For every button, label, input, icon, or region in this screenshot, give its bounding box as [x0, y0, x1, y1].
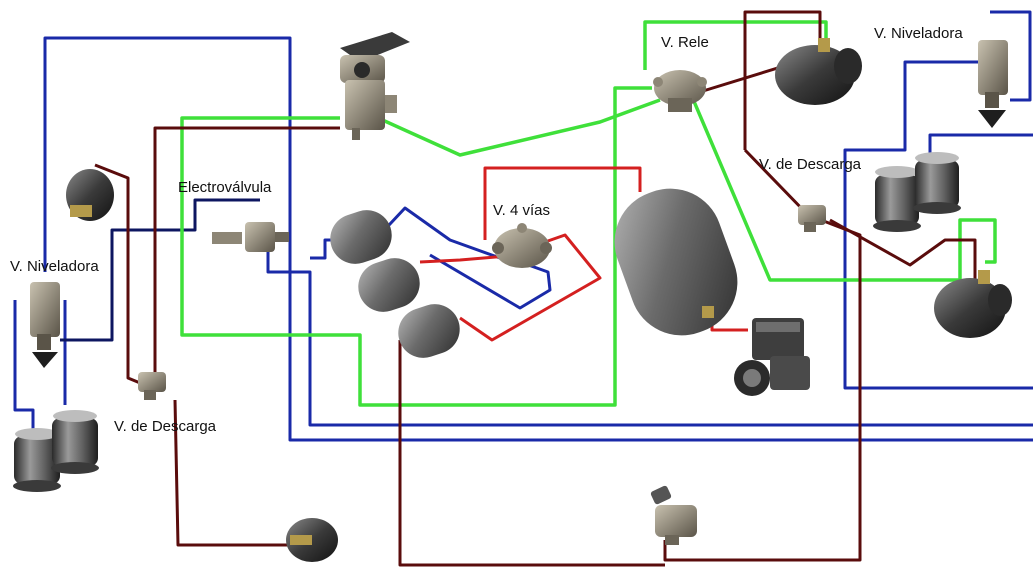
- foot-brake-valve-icon: [340, 32, 410, 140]
- four-way-valve-label: V. 4 vías: [493, 203, 550, 218]
- brake-chamber-icon-bottom-left: [286, 518, 338, 562]
- air-tank-icon-main: [600, 174, 752, 350]
- leveling-valve-icon-right: [978, 40, 1008, 128]
- green-line-pedal-rele: [378, 100, 660, 155]
- air-spring-icon-right-b: [913, 152, 961, 214]
- four-way-valve-icon: [492, 223, 552, 268]
- relay-valve-icon: [653, 70, 707, 112]
- brake-chamber-icon-top-left: [66, 169, 114, 221]
- air-spring-icon-left-b: [51, 410, 99, 474]
- hand-brake-valve-icon: [650, 485, 697, 545]
- leveling-valve-icon-left: [30, 282, 60, 368]
- green-lines: [182, 22, 995, 405]
- dark-red-line-tank-bottom: [400, 340, 665, 565]
- leveling-valve-left-label: V. Niveladora: [10, 259, 99, 274]
- unload-valve-icon-left: [138, 372, 166, 400]
- unload-valve-icon-right: [798, 205, 826, 232]
- leveling-valve-right-label: V. Niveladora: [874, 26, 963, 41]
- relay-valve-label: V. Rele: [661, 35, 709, 50]
- solenoid-valve-label: Electroválvula: [178, 180, 271, 195]
- brake-chamber-icon-top-right: [775, 38, 862, 105]
- unload-valve-left-label: V. de Descarga: [114, 419, 216, 434]
- solenoid-valve-icon: [212, 222, 289, 252]
- air-spring-icon-right-a: [873, 166, 921, 232]
- air-tank-icon-small-3: [392, 298, 466, 365]
- unload-valve-right-label: V. de Descarga: [759, 157, 861, 172]
